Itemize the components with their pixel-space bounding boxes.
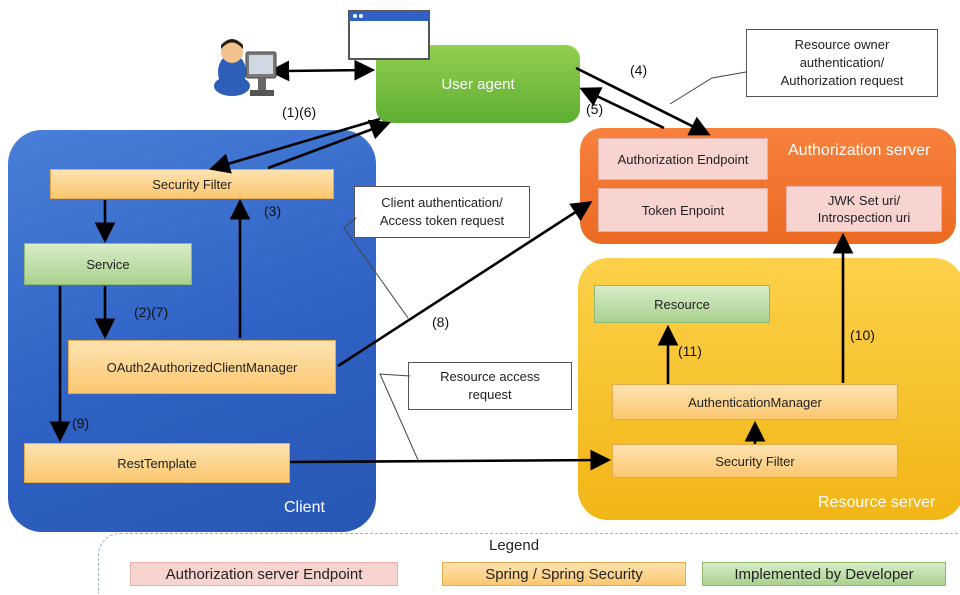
resource-access-callout: Resource access request: [408, 362, 572, 410]
resource-owner-callout-pointer: [669, 71, 747, 105]
resource-server-label: Resource server: [818, 494, 936, 511]
resource-owner-auth-text: Resource owner authentication/ Authoriza…: [780, 37, 904, 88]
user-useragent-arrow: [268, 59, 376, 82]
client-auth-text: Client authentication/ Access token requ…: [379, 195, 505, 228]
resource-access-text: Resource access request: [440, 369, 540, 402]
legend-spring: Spring / Spring Security: [442, 562, 686, 586]
resource-owner-auth-callout: Resource owner authentication/ Authoriza…: [746, 29, 938, 97]
legend-spring-label: Spring / Spring Security: [485, 565, 643, 583]
resource-label: Resource: [654, 296, 710, 312]
resource-security-filter-box: Security Filter: [612, 444, 898, 478]
manager-to-token-arrow: [337, 201, 593, 368]
service-label: Service: [86, 256, 130, 272]
authorization-endpoint-box: Authorization Endpoint: [598, 138, 768, 180]
step-1-6: (1)(6): [282, 104, 317, 120]
authorized-client-manager-box: OAuth2AuthorizedClientManager: [68, 340, 336, 394]
resource-security-filter-label: Security Filter: [715, 453, 795, 469]
authorized-client-manager-label: OAuth2AuthorizedClientManager: [106, 359, 298, 375]
resource-box: Resource: [594, 285, 770, 323]
legend-frame: [98, 533, 958, 593]
authorization-server-label: Authorization server: [788, 142, 931, 159]
step-11: (11): [678, 343, 702, 359]
client-auth-callout: Client authentication/ Access token requ…: [354, 186, 530, 238]
step-2-7: (2)(7): [134, 304, 169, 320]
client-security-filter-label: Security Filter: [152, 176, 232, 192]
filter-to-useragent-arrow: [267, 119, 391, 170]
jwk-set-uri-label: JWK Set uri/ Introspection uri: [817, 193, 911, 225]
step-10: (10): [850, 327, 875, 343]
resttemplate-to-filter-arrow: [289, 449, 612, 471]
step-4: (4): [630, 62, 648, 78]
user-agent-label: User agent: [441, 75, 515, 93]
legend-developer: Implemented by Developer: [702, 562, 946, 586]
authz-to-useragent-arrow: [579, 87, 665, 130]
rest-template-label: RestTemplate: [117, 455, 197, 471]
token-endpoint-box: Token Enpoint: [598, 188, 768, 232]
client-security-filter: Security Filter: [50, 169, 334, 199]
jwk-set-uri-box: JWK Set uri/ Introspection uri: [786, 186, 942, 232]
useragent-to-authz-arrow: [575, 66, 711, 136]
step-9: (9): [72, 415, 90, 431]
legend-developer-label: Implemented by Developer: [734, 565, 914, 583]
authentication-manager-label: AuthenticationManager: [688, 394, 822, 410]
token-endpoint-label: Token Enpoint: [641, 202, 725, 218]
useragent-to-filter-arrow: [209, 117, 381, 174]
client-auth-callout-pointer: [343, 217, 409, 319]
client-region-label: Client: [284, 499, 325, 516]
legend-endpoint: Authorization server Endpoint: [130, 562, 398, 586]
user-agent-box: User agent: [376, 45, 580, 123]
authentication-manager-box: AuthenticationManager: [612, 384, 898, 420]
step-8: (8): [432, 314, 450, 330]
browser-window-icon: [348, 10, 430, 60]
user-at-computer-icon: [214, 39, 277, 96]
resource-access-callout-pointer: [379, 373, 419, 461]
step-5: (5): [586, 101, 604, 117]
rest-template-box: RestTemplate: [24, 443, 290, 483]
legend-title: Legend: [489, 537, 540, 554]
step-3: (3): [264, 203, 282, 219]
authorization-endpoint-label: Authorization Endpoint: [617, 151, 749, 167]
legend-endpoint-label: Authorization server Endpoint: [165, 565, 363, 583]
service-box: Service: [24, 243, 192, 285]
